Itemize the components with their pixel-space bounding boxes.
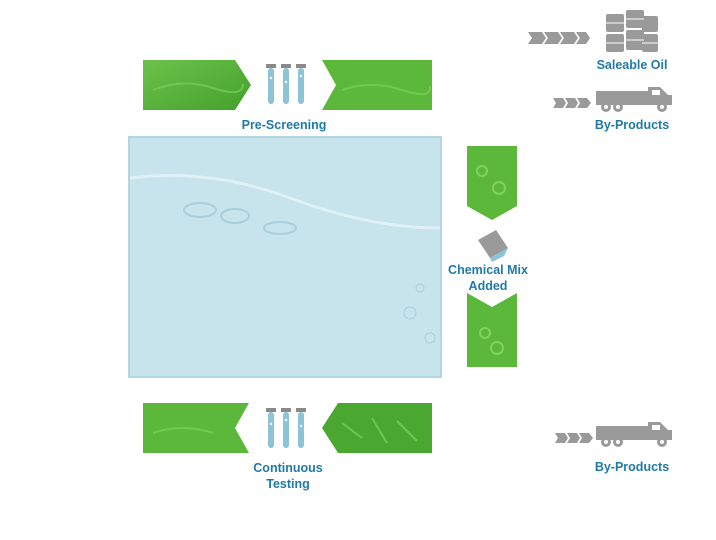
chevron-arrows-icon-2 [553, 95, 591, 113]
by-products-label-bottom: By-Products [594, 460, 670, 474]
chemical-mix-label: Chemical Mix Added [436, 262, 540, 294]
oil-barrels-icon [604, 10, 660, 57]
chemical-mix-line1: Chemical Mix [448, 263, 528, 277]
truck-icon-bottom [596, 418, 674, 453]
green-arrow-vertical-bottom [467, 293, 517, 367]
chevron-arrows-icon [528, 31, 590, 49]
green-arrow-bottom-left [143, 403, 249, 453]
green-arrow-vertical-top [467, 146, 517, 220]
continuous-testing-label: Continuous Testing [228, 460, 348, 492]
green-arrow-top-left [143, 60, 251, 110]
continuous-testing-line2: Testing [266, 477, 310, 491]
saleable-oil-label: Saleable Oil [596, 58, 668, 72]
test-tubes-icon [264, 64, 308, 113]
green-arrow-top-right [322, 60, 432, 110]
water-tank-panel [128, 136, 442, 378]
beaker-pour-icon [474, 226, 514, 267]
by-products-label-top: By-Products [594, 118, 670, 132]
continuous-testing-line1: Continuous [253, 461, 323, 475]
chevron-arrows-icon-3 [555, 430, 593, 448]
test-tubes-icon-bottom [264, 408, 308, 457]
pre-screening-label: Pre-Screening [241, 118, 327, 132]
green-arrow-bottom-right [322, 403, 432, 453]
chemical-mix-line2: Added [468, 279, 508, 293]
truck-icon [596, 83, 674, 118]
